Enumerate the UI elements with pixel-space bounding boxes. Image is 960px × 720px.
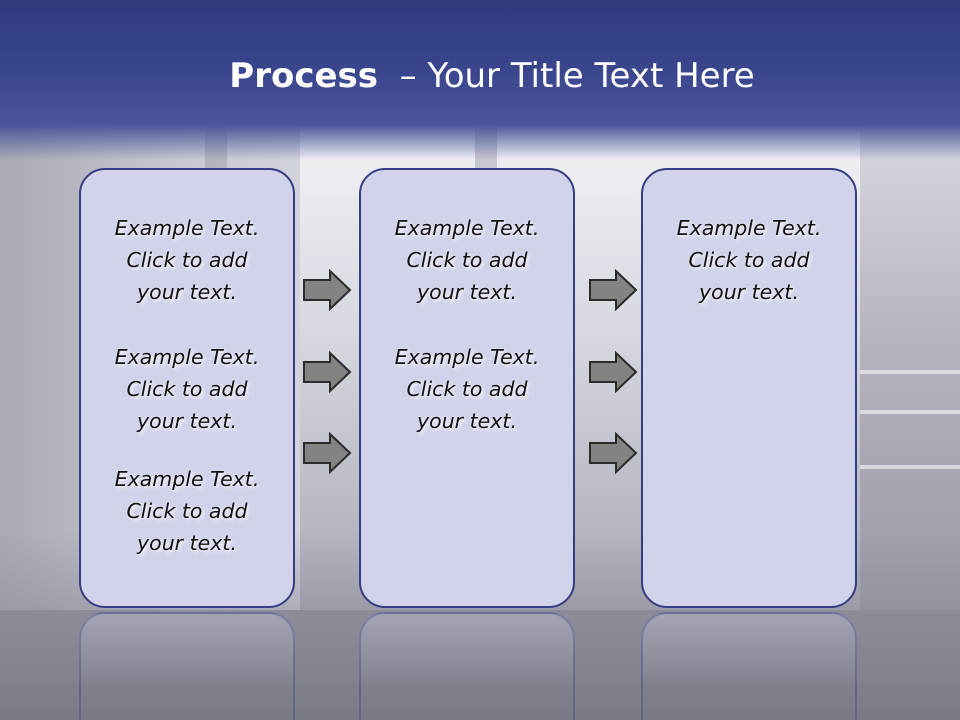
text-line: your text. <box>137 280 237 304</box>
text-block[interactable]: Example Text. Click to add your text. <box>643 212 855 308</box>
text-line: your text. <box>417 409 517 433</box>
text-line: Click to add <box>126 248 248 272</box>
right-arrow-icon[interactable] <box>588 432 638 474</box>
background-escalator-rail <box>860 370 960 374</box>
box-reflection <box>359 612 575 720</box>
title-bold-part: Process <box>229 56 379 96</box>
box-reflection <box>79 612 295 720</box>
text-block[interactable]: Example Text. Click to add your text. <box>81 341 293 437</box>
text-line: Click to add <box>406 377 528 401</box>
text-line: Click to add <box>126 377 248 401</box>
text-block[interactable]: Example Text. Click to add your text. <box>81 212 293 308</box>
right-arrow-icon[interactable] <box>588 269 638 311</box>
text-line: Example Text. <box>114 467 260 491</box>
text-line: Example Text. <box>114 216 260 240</box>
right-arrow-icon[interactable] <box>302 269 352 311</box>
process-box-1[interactable]: Example Text. Click to add your text. Ex… <box>79 168 295 608</box>
text-line: Example Text. <box>114 345 260 369</box>
text-line: Example Text. <box>394 345 540 369</box>
process-box-3[interactable]: Example Text. Click to add your text. <box>641 168 857 608</box>
title-rest-part: – Your Title Text Here <box>399 56 755 96</box>
text-line: Click to add <box>126 499 248 523</box>
right-arrow-icon[interactable] <box>588 351 638 393</box>
text-line: Example Text. <box>394 216 540 240</box>
text-block[interactable]: Example Text. Click to add your text. <box>81 463 293 559</box>
text-line: your text. <box>137 531 237 555</box>
text-line: your text. <box>137 409 237 433</box>
box-reflection <box>641 612 857 720</box>
process-box-2[interactable]: Example Text. Click to add your text. Ex… <box>359 168 575 608</box>
background-escalator-rail <box>860 465 960 469</box>
text-line: Click to add <box>406 248 528 272</box>
background-escalator-rail <box>860 410 960 414</box>
text-line: Click to add <box>688 248 810 272</box>
slide-title[interactable]: Process – Your Title Text Here <box>0 56 960 96</box>
background-floor <box>0 610 960 720</box>
right-arrow-icon[interactable] <box>302 351 352 393</box>
text-line: your text. <box>417 280 517 304</box>
text-line: Example Text. <box>676 216 822 240</box>
right-arrow-icon[interactable] <box>302 432 352 474</box>
text-block[interactable]: Example Text. Click to add your text. <box>361 212 573 308</box>
title-bar <box>0 0 960 160</box>
text-line: your text. <box>699 280 799 304</box>
text-block[interactable]: Example Text. Click to add your text. <box>361 341 573 437</box>
